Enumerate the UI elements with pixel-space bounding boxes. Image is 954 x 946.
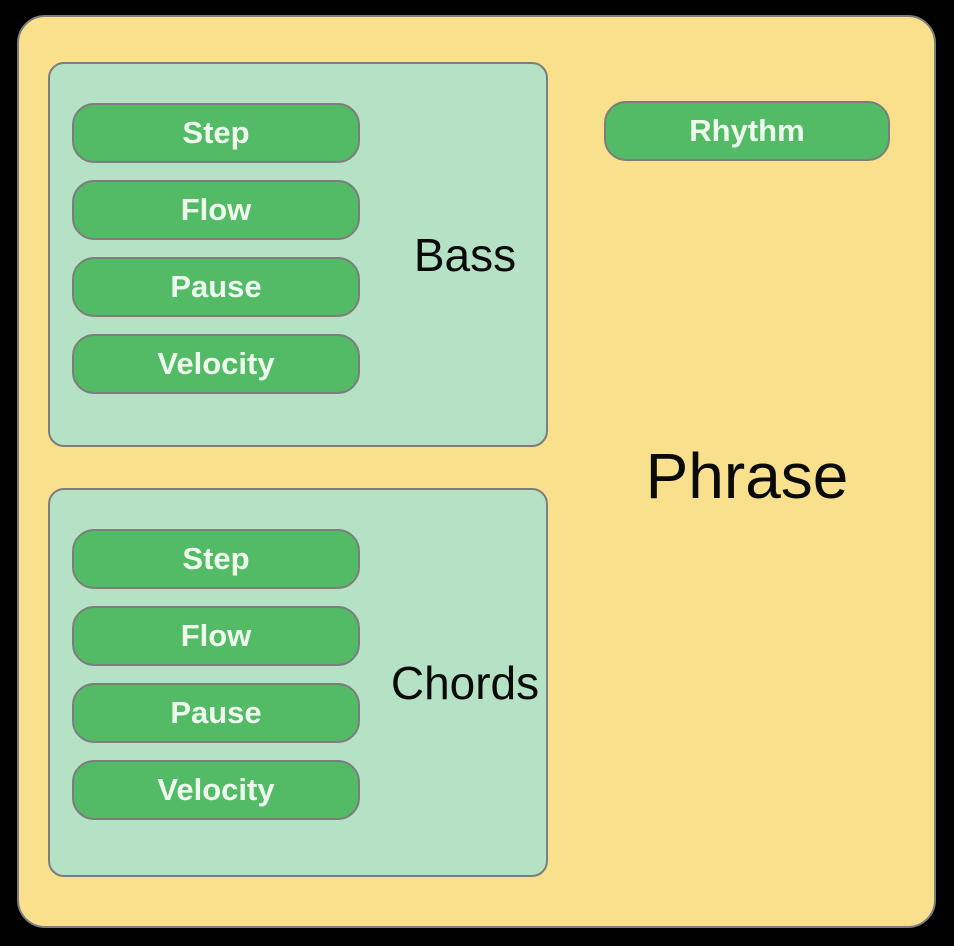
chords-node-flow: Flow [72,606,360,666]
chords-node-step: Step [72,529,360,589]
phrase-container: Step Flow Pause Velocity Bass Step Flow … [17,15,936,928]
chords-group-label: Chords [390,656,540,709]
rhythm-node: Rhythm [604,101,890,161]
bass-node-flow: Flow [72,180,360,240]
bass-node-pause: Pause [72,257,360,317]
bass-node-pause-label: Pause [170,269,262,304]
chords-node-pause: Pause [72,683,360,743]
bass-node-velocity: Velocity [72,334,360,394]
phrase-title: Phrase [645,440,849,512]
bass-node-velocity-label: Velocity [157,346,275,381]
chords-group-box: Step Flow Pause Velocity Chords [48,488,548,877]
chords-node-pause-label: Pause [170,695,262,730]
bass-node-step-label: Step [182,115,250,150]
bass-group-label: Bass [413,228,517,281]
rhythm-node-label: Rhythm [689,113,805,148]
bass-node-step: Step [72,103,360,163]
bass-module-list: Step Flow Pause Velocity [72,103,360,394]
chords-node-flow-label: Flow [180,618,252,653]
bass-node-flow-label: Flow [180,192,252,227]
chords-node-velocity-label: Velocity [157,772,275,807]
bass-group-box: Step Flow Pause Velocity Bass [48,62,548,447]
chords-module-list: Step Flow Pause Velocity [72,529,360,820]
chords-node-step-label: Step [182,541,250,576]
chords-node-velocity: Velocity [72,760,360,820]
